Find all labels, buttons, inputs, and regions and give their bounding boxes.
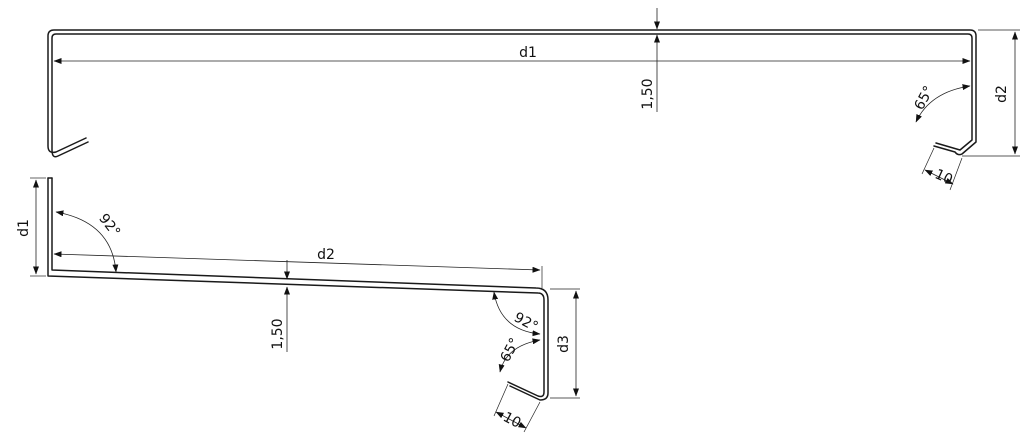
bottom-right-angle-label: 92° [511,310,540,336]
top-hem-extension-a [921,147,935,175]
bottom-hem-dimension-line [495,411,527,429]
bottom-d2-label: d2 [317,247,335,263]
bottom-right-angle-arc [492,291,541,337]
top-hem-dimension-line [924,169,954,185]
bottom-hem-angle-label: 65° [498,335,524,364]
top-d2-label: d2 [994,85,1010,103]
top-angle-label: 65° [912,83,938,112]
top-hem-label: 10 [932,166,955,188]
bottom-hem-angle-arc [498,338,541,373]
top-profile: d1 1,50 d2 65° 10 [47,8,1020,191]
bottom-d2-dimension-line [53,251,541,273]
top-thickness-label: 1,50 [640,78,656,109]
bottom-thickness-label: 1,50 [270,318,286,349]
bottom-d1-label: d1 [16,219,32,237]
top-hem-extension-b [949,157,963,191]
bottom-profile: d1 92° d2 1,50 92° 65° d3 10 [16,177,580,433]
bottom-hem-extension-a [493,383,509,417]
bottom-d3-label: d3 [556,335,572,353]
bottom-profile-inner-edge [51,177,549,401]
top-angle-arc [915,84,971,123]
bottom-hem-label: 10 [500,409,523,431]
bottom-hem-extension-b [523,401,541,433]
top-profile-outer-edge [47,29,977,156]
bottom-left-angle-label: 92° [95,211,123,240]
top-profile-inner-edge [51,33,973,158]
top-d1-label: d1 [519,45,537,61]
bottom-profile-outer-edge [47,177,545,398]
